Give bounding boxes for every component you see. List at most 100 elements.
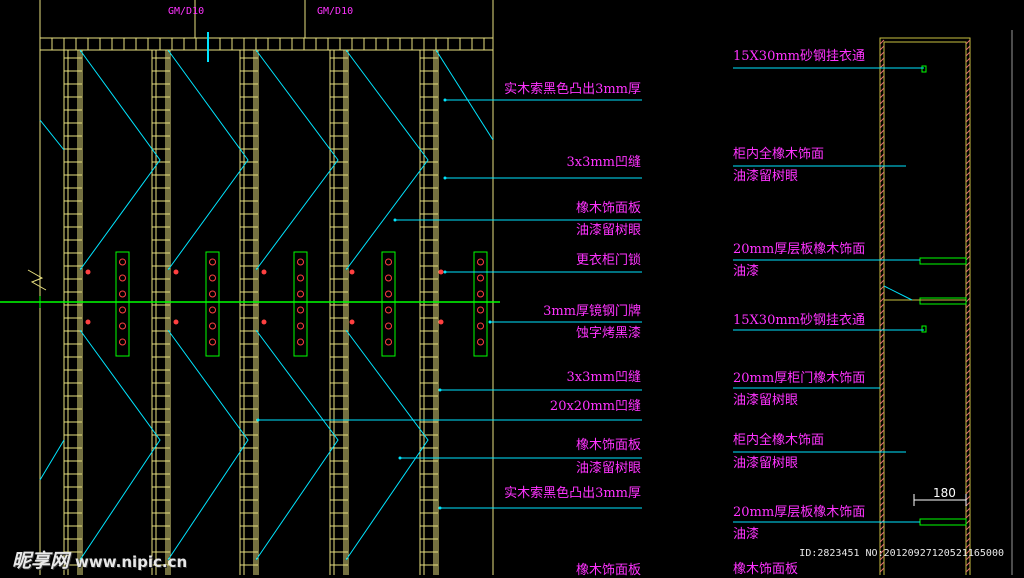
hatch — [879, 117, 885, 123]
hatch — [965, 183, 971, 189]
hatch — [965, 111, 971, 117]
hatch — [965, 39, 971, 45]
hatch — [965, 549, 971, 555]
hatch — [879, 549, 885, 555]
hatch — [965, 105, 971, 111]
hatch — [879, 411, 885, 417]
chevron-upper — [345, 49, 429, 271]
leader-dot — [443, 270, 447, 274]
hatch — [879, 555, 885, 561]
nameplate-glyph — [119, 306, 126, 314]
hatch — [965, 447, 971, 453]
hatch — [879, 489, 885, 495]
label-locker-lock: 更衣柜门锁 — [575, 253, 641, 268]
hatch — [965, 213, 971, 219]
hatch — [965, 231, 971, 237]
hatch — [965, 429, 971, 435]
hatch — [879, 189, 885, 195]
edge-diag — [435, 49, 494, 141]
hatch — [965, 477, 971, 483]
label-solid-wood-black-b: 实木索黑色凸出3mm厚 — [504, 486, 641, 501]
hatch — [879, 339, 885, 345]
hatch — [965, 273, 971, 279]
chevron-lower — [255, 329, 339, 561]
label-inner-oak-b: 柜内全橡木饰面 — [733, 433, 825, 448]
hatch — [965, 303, 971, 309]
hatch — [965, 87, 971, 93]
hatch — [879, 279, 885, 285]
hatch — [965, 225, 971, 231]
hatch — [965, 393, 971, 399]
cabinet-section — [879, 30, 1013, 575]
label-shelf-oak-b: 20mm厚层板橡木饰面 — [733, 505, 866, 520]
hatch — [879, 135, 885, 141]
hatch — [965, 309, 971, 315]
chevron-upper — [167, 49, 249, 271]
shelf — [919, 518, 967, 526]
lock-dot — [85, 319, 91, 325]
nameplate-glyph — [477, 338, 484, 346]
hatch — [879, 447, 885, 453]
hatch — [879, 309, 885, 315]
hatch — [879, 357, 885, 363]
hatch — [965, 135, 971, 141]
rail — [921, 65, 927, 73]
hatch — [965, 525, 971, 531]
hatch — [965, 171, 971, 177]
hatch — [879, 237, 885, 243]
chevron-upper — [79, 49, 161, 271]
leader-dot — [398, 456, 402, 460]
nameplate-glyph — [477, 258, 484, 266]
leader — [883, 285, 913, 301]
tag-1: GM/D10 — [168, 6, 205, 17]
tag-2: GM/D10 — [317, 6, 354, 17]
label-shelf-oak: 20mm厚层板橡木饰面 — [733, 242, 866, 257]
hatch — [879, 387, 885, 393]
label-door-paint: 油漆留树眼 — [733, 393, 799, 408]
hatch — [965, 405, 971, 411]
lock-dot — [349, 269, 355, 275]
hatch — [965, 249, 971, 255]
hatch — [879, 393, 885, 399]
hatch — [965, 129, 971, 135]
nameplate-glyph — [119, 338, 126, 346]
hatch — [879, 423, 885, 429]
hatch — [965, 387, 971, 393]
hatch — [879, 495, 885, 501]
label-paint-grain-b: 油漆留树眼 — [575, 461, 641, 476]
hatch — [879, 51, 885, 57]
leader-dot — [393, 218, 397, 222]
nameplate-glyph — [209, 322, 216, 330]
hatch — [965, 267, 971, 273]
hatch — [879, 459, 885, 465]
hatch — [965, 411, 971, 417]
section-outer — [879, 37, 971, 575]
hatch — [879, 285, 885, 291]
hatch — [965, 459, 971, 465]
hatch — [879, 111, 885, 117]
hatch — [965, 441, 971, 447]
hatch — [879, 201, 885, 207]
hatch — [965, 285, 971, 291]
hatch — [965, 117, 971, 123]
leader-lines — [256, 67, 924, 523]
break-mark — [27, 269, 47, 291]
hatch — [879, 99, 885, 105]
hatch — [965, 327, 971, 333]
hatch — [879, 345, 885, 351]
nameplate — [115, 251, 130, 357]
hatch — [965, 357, 971, 363]
hatch — [965, 195, 971, 201]
label-hanging-rail: 15X30mm砂钢挂衣通 — [733, 49, 865, 64]
hatch — [879, 123, 885, 129]
hatch — [965, 417, 971, 423]
hatch — [879, 147, 885, 153]
hatch — [965, 51, 971, 57]
hatch — [965, 531, 971, 537]
rail — [921, 325, 927, 333]
hatch — [965, 453, 971, 459]
hatch — [965, 345, 971, 351]
lock-dot — [349, 319, 355, 325]
nameplate-glyph — [119, 290, 126, 298]
